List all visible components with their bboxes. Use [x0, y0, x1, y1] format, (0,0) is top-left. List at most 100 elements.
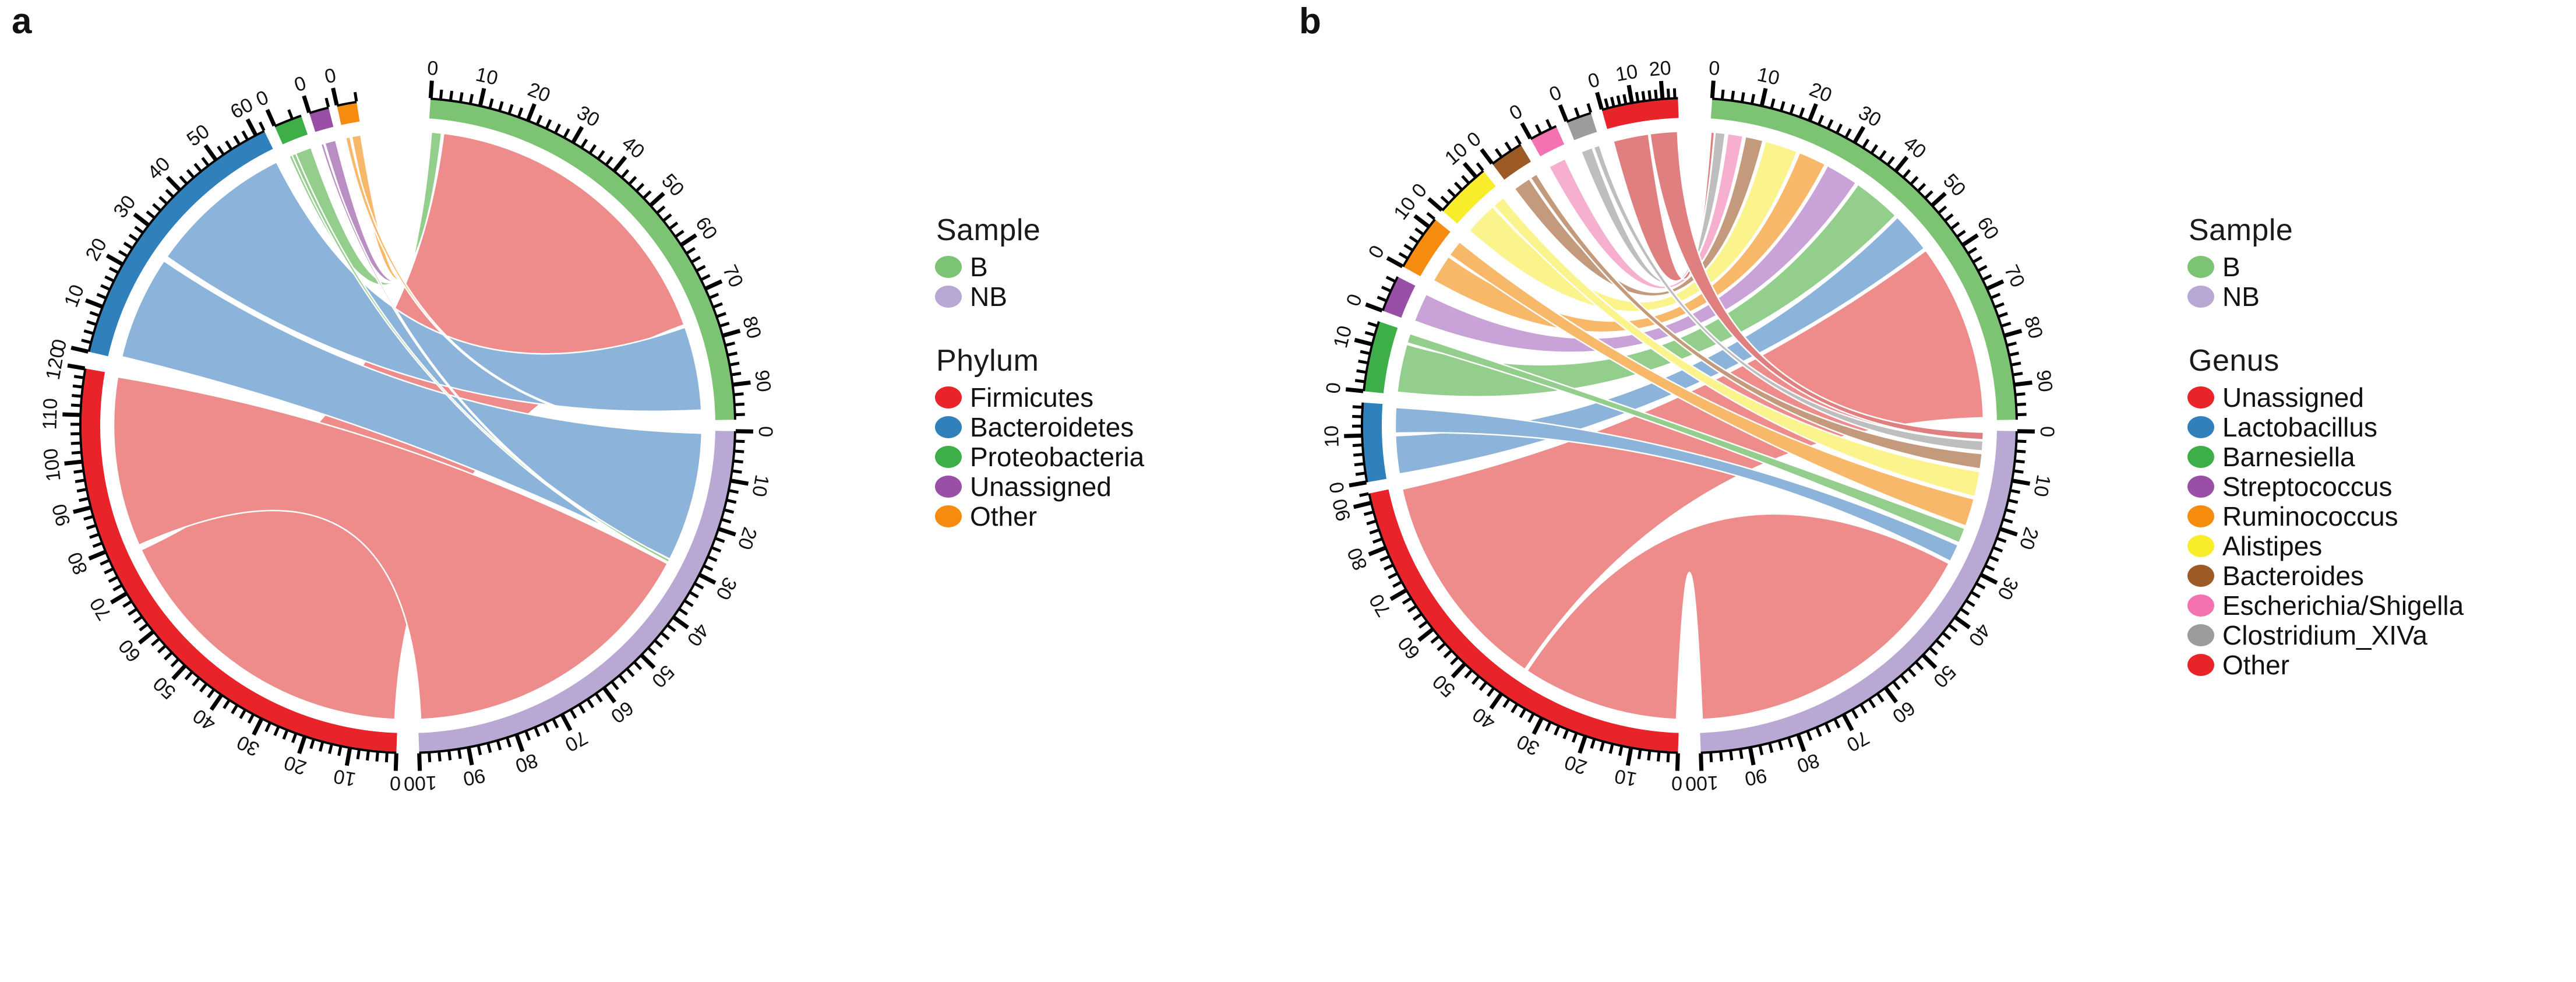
axis-tick-major	[1489, 692, 1503, 710]
axis-tick-label: 70	[86, 594, 116, 624]
chord-ribbon[interactable]	[1468, 140, 1798, 312]
axis-tick-major	[526, 103, 537, 121]
axis-tick-minor	[578, 704, 586, 714]
chord-sector[interactable]	[1370, 489, 1679, 752]
axis-tick-minor	[735, 449, 744, 453]
axis-tick-minor	[1413, 613, 1422, 621]
axis-tick-minor	[356, 749, 361, 759]
chord-ribbon[interactable]	[320, 142, 669, 565]
legend-item-label: Barnesiella	[2222, 442, 2355, 472]
legend-item[interactable]: Bacteroides	[2187, 562, 2464, 589]
axis-tick-minor	[1654, 89, 1658, 100]
chord-sector[interactable]	[1531, 127, 1565, 157]
legend-item[interactable]: B	[935, 254, 1144, 280]
axis-tick-minor	[100, 284, 110, 291]
chord-ribbon[interactable]	[165, 161, 703, 412]
axis-tick-label: 90	[48, 502, 75, 529]
legend-item-label: B	[2222, 252, 2240, 282]
axis-tick-minor	[496, 740, 502, 751]
axis-tick-major	[560, 713, 573, 731]
legend-item[interactable]: Other	[935, 503, 1144, 530]
axis-tick-minor	[1604, 98, 1610, 108]
axis-tick-minor	[133, 615, 143, 624]
chord-sector[interactable]	[1404, 220, 1451, 277]
legend-item[interactable]: NB	[2187, 283, 2464, 310]
legend-item[interactable]: Escherichia/Shigella	[2187, 592, 2464, 619]
axis-tick-minor	[1647, 90, 1652, 100]
axis-tick-minor	[728, 351, 738, 357]
chord-ribbon[interactable]	[1492, 196, 1981, 498]
axis-tick-major	[297, 736, 307, 755]
legend-spacer	[935, 313, 1144, 343]
axis-tick-minor	[365, 751, 370, 761]
axis-tick-minor	[1985, 564, 1995, 572]
chord-sector[interactable]	[1365, 322, 1398, 393]
legend-item[interactable]: Unassigned	[935, 473, 1144, 500]
axis-tick-minor	[199, 683, 207, 693]
legend-item[interactable]: Unassigned	[2187, 384, 2464, 411]
axis-tick-minor	[733, 459, 743, 464]
chord-sector[interactable]	[429, 100, 734, 420]
axis-tick-minor	[83, 515, 93, 521]
axis-tick-major	[1354, 337, 1372, 347]
chord-sector[interactable]	[1443, 171, 1496, 224]
axis-tick-label: 10	[60, 281, 89, 310]
chord-ribbon[interactable]	[1448, 241, 1975, 527]
chord-ribbon[interactable]	[1406, 332, 1966, 544]
axis-tick-major	[265, 108, 277, 127]
chord-ribbon[interactable]	[344, 136, 703, 434]
legend-item-label: Proteobacteria	[970, 442, 1145, 472]
axis-tick-minor	[2017, 413, 2027, 417]
legend-item[interactable]: Clostridium_XIVa	[2187, 622, 2464, 649]
chord-sector[interactable]	[309, 108, 334, 132]
legend-item[interactable]: Alistipes	[2187, 533, 2464, 559]
axis-tick-label: 0	[1546, 82, 1565, 106]
chord-sector[interactable]	[1700, 431, 2016, 752]
legend-item[interactable]: B	[2187, 254, 2464, 280]
chord-ribbon[interactable]	[1394, 406, 1959, 562]
chord-sector[interactable]	[418, 431, 734, 752]
axis-tick-minor	[731, 372, 742, 376]
axis-tick-minor	[1637, 749, 1642, 759]
chord-ribbon[interactable]	[1649, 131, 1985, 441]
chord-sector[interactable]	[275, 117, 308, 145]
legend-item-label: Clostridium_XIVa	[2222, 620, 2427, 650]
chord-sector[interactable]	[1492, 145, 1532, 180]
chord-ribbon[interactable]	[1413, 164, 1857, 353]
chord-sector[interactable]	[337, 103, 360, 125]
axis-tick-label: 60	[691, 213, 722, 244]
chord-sector[interactable]	[90, 132, 273, 357]
chord-ribbon[interactable]	[112, 376, 669, 720]
chord-ribbon[interactable]	[1592, 144, 1984, 452]
legend-item[interactable]: Streptococcus	[2187, 473, 2464, 500]
axis-tick-minor	[626, 668, 635, 677]
axis-tick-minor	[1443, 649, 1452, 659]
legend-item[interactable]: Ruminococcus	[2187, 503, 2464, 530]
chord-sector[interactable]	[1384, 277, 1416, 318]
chord-ribbon[interactable]	[1526, 513, 1950, 720]
legend-item[interactable]: Proteobacteria	[935, 444, 1144, 470]
axis-tick-minor	[287, 109, 294, 119]
legend-item[interactable]: Lactobacillus	[2187, 414, 2464, 441]
axis-tick-label: 70	[1843, 726, 1873, 756]
chord-ribbon[interactable]	[1432, 152, 1826, 333]
axis-tick-label: 20	[1806, 78, 1835, 107]
legend-item[interactable]: Other	[2187, 652, 2464, 678]
axis-tick-minor	[1729, 751, 1734, 761]
axis-tick-minor	[186, 169, 195, 178]
chord-ribbon[interactable]	[1580, 131, 1726, 285]
legend-item[interactable]: Firmicutes	[935, 384, 1144, 411]
chord-sector[interactable]	[1602, 99, 1679, 129]
legend-item[interactable]: Barnesiella	[2187, 444, 2464, 470]
chord-sector[interactable]	[1710, 100, 2016, 420]
axis-tick-label: 40	[189, 705, 220, 735]
axis-tick-minor	[1778, 740, 1784, 751]
chord-ribbon[interactable]	[1529, 173, 1984, 470]
chord-sector[interactable]	[1363, 402, 1387, 483]
axis-tick-minor	[1915, 661, 1924, 670]
legend-item[interactable]: NB	[935, 283, 1144, 310]
legend-item[interactable]: Bacteroidetes	[935, 414, 1144, 441]
axis-tick-minor	[1876, 693, 1885, 703]
chord-sector[interactable]	[1567, 114, 1597, 140]
axis-tick-minor	[619, 674, 627, 684]
